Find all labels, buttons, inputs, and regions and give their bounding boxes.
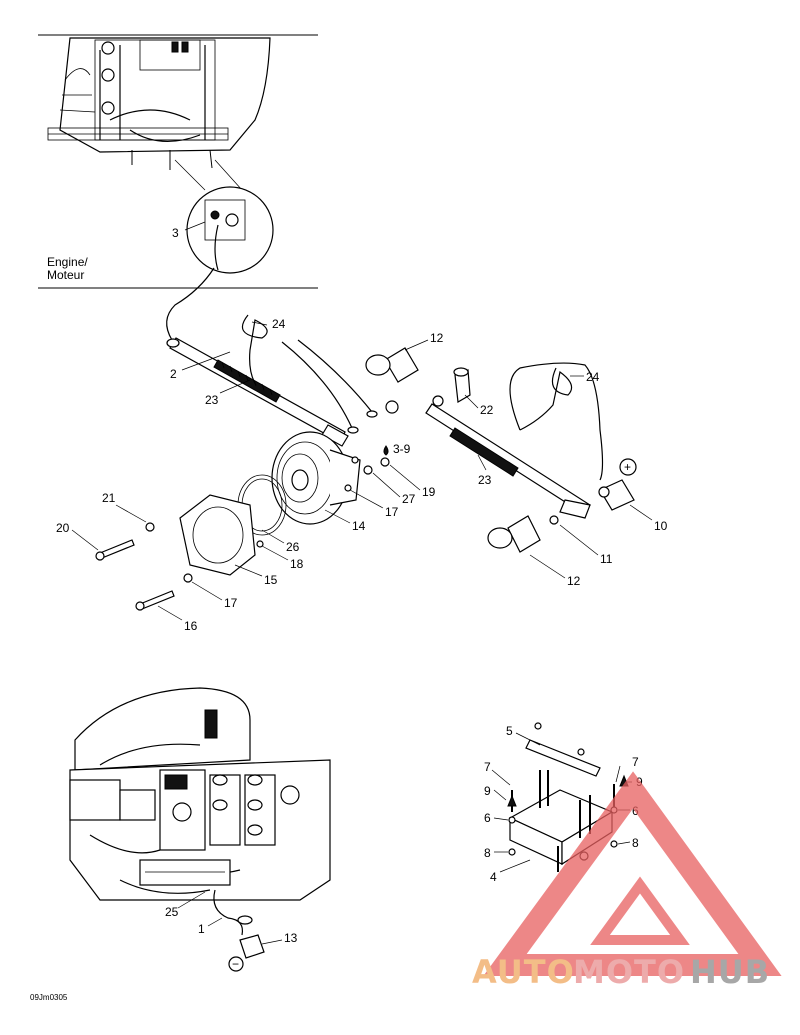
engine-label-line2: Moteur bbox=[47, 268, 84, 282]
callout-7-left: 7 bbox=[484, 760, 491, 774]
callout-15: 15 bbox=[264, 573, 278, 587]
callout-25: 25 bbox=[165, 905, 179, 919]
callout-17-top: 17 bbox=[385, 505, 399, 519]
positive-sign: + bbox=[624, 460, 631, 474]
callout-2: 2 bbox=[170, 367, 177, 381]
callout-7-right: 7 bbox=[632, 755, 639, 769]
callout-14: 14 bbox=[352, 519, 366, 533]
starter-cable-assembly: + bbox=[95, 314, 637, 611]
watermark-moto: MOTO bbox=[573, 953, 685, 991]
watermark-auto: AUTO bbox=[472, 953, 575, 991]
callout-3: 3 bbox=[172, 226, 179, 240]
callout-12-top: 12 bbox=[430, 331, 444, 345]
callout-16: 16 bbox=[184, 619, 198, 633]
callout-8-right: 8 bbox=[632, 836, 639, 850]
callout-1: 1 bbox=[198, 922, 205, 936]
callout-23-right: 23 bbox=[478, 473, 492, 487]
callout-6-left: 6 bbox=[484, 811, 491, 825]
negative-sign: − bbox=[232, 957, 239, 971]
callout-4: 4 bbox=[490, 870, 497, 884]
callout-20: 20 bbox=[56, 521, 70, 535]
figure-code: 09Jm0305 bbox=[30, 993, 68, 1002]
callout-11: 11 bbox=[600, 552, 613, 566]
callout-8-left: 8 bbox=[484, 846, 491, 860]
negative-terminal-symbol bbox=[228, 956, 244, 972]
callout-13: 13 bbox=[284, 931, 298, 945]
callout-26: 26 bbox=[286, 540, 300, 554]
solenoid-top bbox=[365, 347, 419, 383]
ground-wire bbox=[166, 267, 215, 341]
callout-27: 27 bbox=[402, 492, 416, 506]
callout-21: 21 bbox=[102, 491, 116, 505]
callout-23-left: 23 bbox=[205, 393, 219, 407]
watermark-hub: HUB bbox=[690, 953, 770, 991]
engine-view-bottom: − 25 1 13 bbox=[69, 687, 331, 972]
callout-9-left: 9 bbox=[484, 784, 491, 798]
callout-3-9: 3-9 bbox=[393, 442, 411, 456]
engine-label-line1: Engine/ bbox=[47, 255, 88, 269]
callout-18: 18 bbox=[290, 557, 304, 571]
starter-cover bbox=[271, 431, 361, 525]
callouts-middle: 24 2 23 12 22 24 3-9 23 19 27 17 14 10 1… bbox=[56, 317, 668, 633]
solenoid-bottom bbox=[487, 515, 541, 553]
cable-boot-right bbox=[449, 427, 519, 477]
callout-10: 10 bbox=[654, 519, 668, 533]
callout-19: 19 bbox=[422, 485, 436, 499]
positive-terminal-symbol bbox=[619, 458, 637, 476]
callout-24-left: 24 bbox=[272, 317, 286, 331]
automotohub-watermark: AUTO MOTO HUB bbox=[472, 771, 782, 991]
engine-inset-top: 3 Engine/ Moteur bbox=[38, 34, 318, 289]
callout-24-right: 24 bbox=[586, 370, 600, 384]
magnified-detail-circle bbox=[186, 186, 274, 274]
callout-22: 22 bbox=[480, 403, 494, 417]
callout-5: 5 bbox=[506, 724, 513, 738]
callout-12-bottom: 12 bbox=[567, 574, 581, 588]
starter-housing bbox=[179, 494, 256, 576]
callout-17-bottom: 17 bbox=[224, 596, 238, 610]
